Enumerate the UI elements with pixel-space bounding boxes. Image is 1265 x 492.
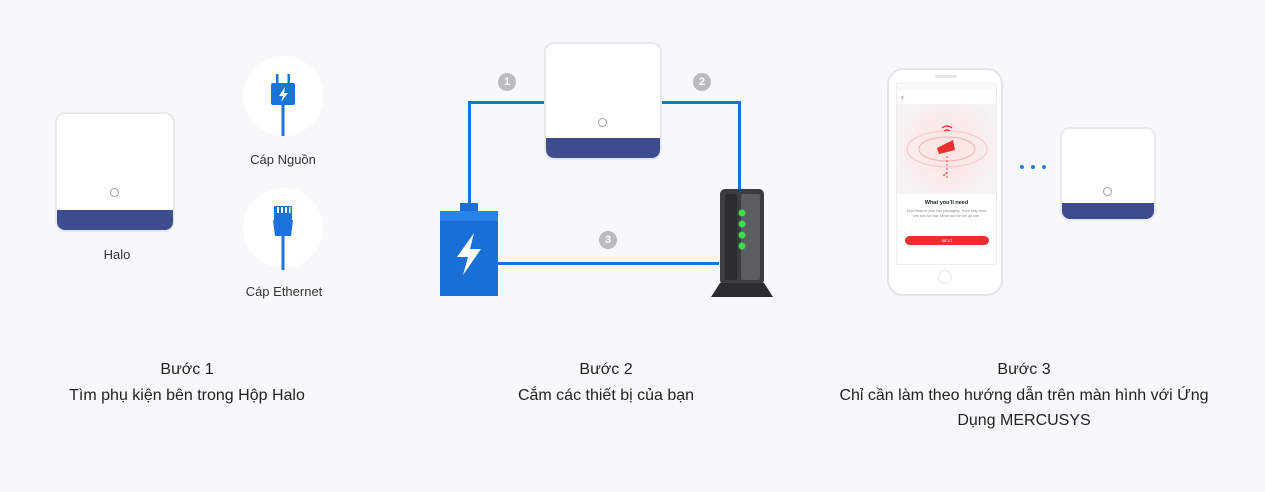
wire-halo-right: [660, 101, 741, 104]
halo-indicator: [110, 188, 119, 197]
phone-earpiece: [935, 75, 957, 78]
app-screen-heading: What you'll need: [924, 200, 969, 206]
wire-bottom: [497, 262, 719, 265]
power-plug-icon: [271, 74, 295, 136]
halo-indicator: [598, 118, 607, 127]
ethernet-cable-label: Cáp Ethernet: [245, 284, 323, 299]
modem: [711, 189, 773, 297]
checkmark-icon: ✓: [942, 170, 949, 179]
phone-mockup: ‹ ✓ What you'll need Find these in your …: [887, 68, 1003, 296]
lightning-icon: [457, 233, 481, 275]
step2-description: Cắm các thiết bị của bạn: [517, 387, 695, 404]
halo-indicator: [1103, 187, 1112, 196]
signal-icon: [906, 125, 988, 178]
app-screen-body: Find these in your box packaging. You'll…: [906, 209, 987, 218]
halo-band: [546, 138, 660, 158]
power-cable-circle: [243, 56, 323, 136]
wire-halo-left: [468, 101, 546, 104]
step2-title: Bước 2: [579, 361, 633, 378]
app-screen: ‹ ✓ What you'll need Find these in your …: [896, 83, 997, 265]
step-badge-1: 1: [498, 73, 516, 91]
power-adapter: [440, 203, 498, 296]
wire-right-vertical: [738, 101, 741, 193]
power-cable-label: Cáp Nguồn: [250, 152, 316, 167]
ethernet-cable-circle: [243, 188, 323, 270]
step3-title: Bước 3: [997, 361, 1051, 378]
step-badge-3: 3: [599, 231, 617, 249]
phone-home-button[interactable]: [938, 270, 952, 284]
step1-description: Tìm phụ kiện bên trong Hộp Halo: [69, 387, 305, 404]
halo-band: [57, 210, 173, 230]
back-arrow-icon[interactable]: ‹: [901, 92, 904, 102]
halo-label: Halo: [103, 247, 131, 262]
step1-title: Bước 1: [160, 361, 214, 378]
wire-left-vertical: [468, 101, 471, 209]
halo-device-step2: [546, 44, 660, 158]
signal-illustration: [897, 104, 996, 194]
app-next-button[interactable]: NEXT: [905, 236, 989, 245]
halo-device-step3: [1062, 129, 1154, 219]
halo-band: [1062, 203, 1154, 219]
step3-description-line1: Chỉ cần làm theo hướng dẫn trên màn hình…: [839, 387, 1209, 404]
halo-device-step1: [57, 114, 173, 230]
status-bar: [897, 84, 996, 91]
step-badge-2: 2: [693, 73, 711, 91]
step3-description-line2: Dụng MERCUSYS: [957, 412, 1091, 429]
ethernet-plug-icon: [273, 206, 293, 270]
